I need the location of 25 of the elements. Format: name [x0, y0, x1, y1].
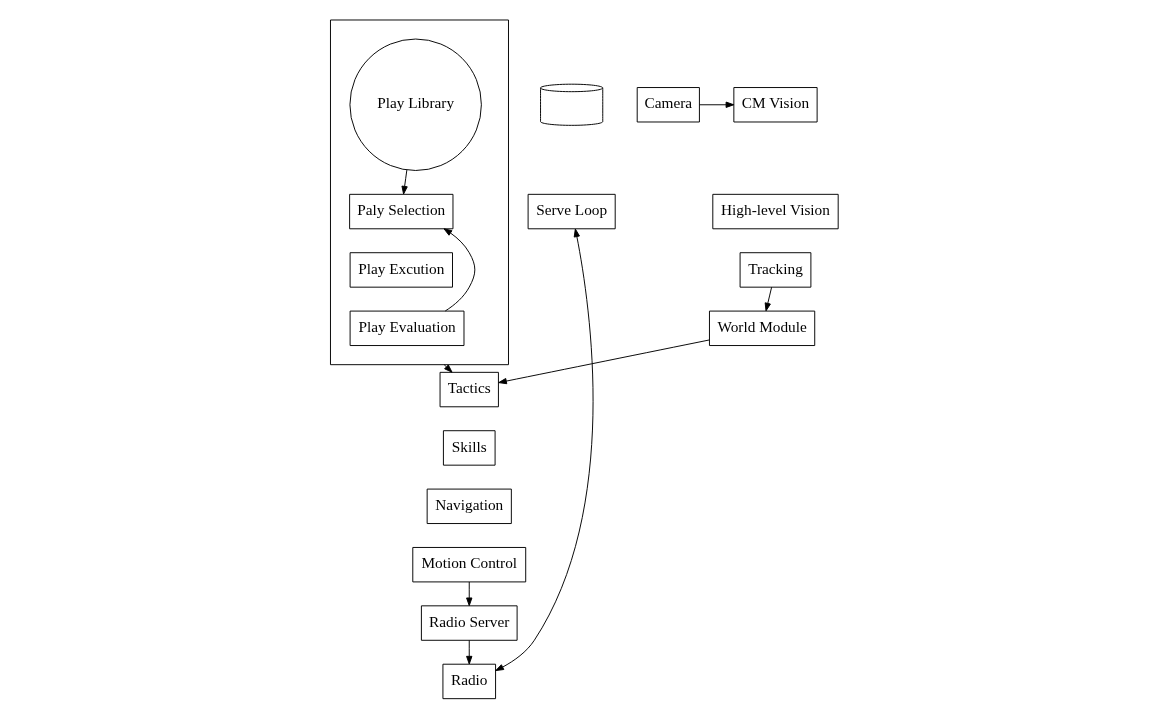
arrow [698, 101, 734, 108]
node-box: Play Evaluation [349, 310, 464, 347]
arrow [465, 581, 472, 607]
node-box: CM Vision [732, 87, 818, 123]
arrow [465, 639, 472, 665]
node-box: High-level Vision [711, 193, 839, 230]
arrow [497, 339, 710, 385]
arrow [443, 228, 475, 312]
node-box: Serve Loop [527, 193, 616, 230]
node-box: Tracking [739, 252, 811, 288]
arrow [443, 364, 452, 373]
node-box: Camera [636, 87, 700, 123]
node-box: Paly Selection [348, 193, 453, 230]
node-box: Skills [442, 430, 496, 466]
node-box: World Module [708, 310, 815, 347]
node-box: Navigation [426, 488, 512, 524]
node-box: Tactics [439, 371, 499, 408]
arrow [400, 169, 408, 195]
node-box: Radio Server [420, 605, 518, 641]
node-circle: Play Library [348, 38, 482, 171]
arrow [494, 228, 593, 672]
node-box: Radio [441, 663, 496, 700]
node-box: Motion Control [411, 547, 526, 583]
arrow [764, 286, 772, 312]
node-box: Play Excution [349, 252, 453, 288]
